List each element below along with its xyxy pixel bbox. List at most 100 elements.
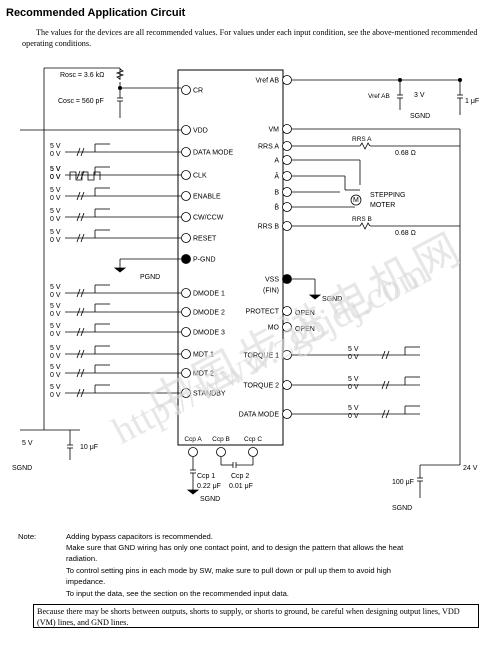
resistor-rrsb [359,222,371,230]
pin-label-right: VSS [265,277,279,284]
level-high: 5 V [348,346,359,353]
signal-break [76,233,85,243]
signal-break [76,349,85,359]
note-line: To control setting pins in each mode by … [66,566,392,575]
level-high: 5 V [50,364,61,371]
motor-label: STEPPING [370,192,405,199]
resistor-rrsa [359,142,371,150]
cap-10uf-label: 10 μF [80,444,98,451]
pin-circle [282,380,292,390]
page-title: Recommended Application Circuit [6,7,186,19]
note-line: Adding bypass capacitors is recommended. [66,532,213,541]
cap-100uf-label: 100 μF [392,479,414,486]
note-label: Note: [18,532,37,541]
pin-label-bottom: Ccp A [184,436,202,443]
ground-symbol [186,489,200,495]
pin-label-right: (FIN) [263,288,279,295]
pin-circle [282,306,292,316]
v5-label: 5 V [22,440,33,447]
level-high: 5 V [50,187,61,194]
pin-label-right: B [274,190,279,197]
rrsb-label: RRS B [352,216,372,223]
pin-label-left: CW/CCW [193,215,224,222]
level-high: 5 V [50,384,61,391]
junction-dot [457,78,462,83]
vref-label: Vref AB [368,93,390,100]
driver-ic-body [177,69,284,446]
cosc-label: Cosc = 560 pF [58,98,104,105]
pin-label-left: CR [193,88,203,95]
note-line: impedance. [66,577,106,586]
sgnd-label: SGND [392,505,412,512]
pin-circle [282,171,292,181]
pin-circle [181,170,191,180]
pin-label-right: RRS B [258,224,280,231]
signal-break [76,368,85,378]
pin-circle [282,274,292,284]
pin-label-right: Vref AB [256,78,280,85]
pin-label-left: DMODE 2 [193,310,225,317]
level-high: 5 V [50,166,61,173]
junction-dot [397,78,402,83]
level-high: 5 V [50,208,61,215]
ground-symbol [113,267,127,273]
motor-m: M [353,197,359,204]
pin-circle [248,447,258,457]
pin-label-right: RRS A [258,144,279,151]
pin-circle [216,447,226,457]
pin-circle [282,124,292,134]
pin-label-bottom: Ccp C [244,436,262,443]
rrsa-label: RRS A [352,136,372,143]
signal-break [76,212,85,222]
pin-circle [181,288,191,298]
signal-break [76,388,85,398]
pin-circle [181,327,191,337]
warning-box: Because there may be shorts between outp… [33,604,479,628]
level-high: 5 V [50,229,61,236]
pin-circle [181,254,191,264]
note-line: radiation. [66,554,98,563]
level-low: 0 V [50,292,61,299]
level-high: 5 V [348,405,359,412]
pin-label-right: TORQUE 1 [243,353,279,360]
pin-label-left: ENABLE [193,194,221,201]
level-high: 5 V [50,323,61,330]
level-low: 0 V [50,174,61,181]
pin-circle [181,368,191,378]
level-low: 0 V [348,354,359,361]
level-low: 0 V [348,384,359,391]
ccp2-value: 0.01 μF [229,483,253,490]
pin-label-right: B̄ [274,203,279,211]
pin-label-right: DATA MODE [239,412,280,419]
signal-break [76,288,85,298]
sgnd-label: SGND [200,496,220,503]
junction-dot [118,86,123,91]
motor-symbol [350,194,362,206]
level-low: 0 V [50,174,61,181]
level-high: 5 V [50,143,61,150]
pgnd-label: PGND [140,274,160,281]
signal-break [381,350,390,360]
pin-circle [282,322,292,332]
vref-value: 3 V [414,92,425,99]
pin-label-left: DMODE 3 [193,330,225,337]
pin-label-right: TORQUE 2 [243,383,279,390]
pin-label-right: VM [269,127,280,134]
note-line: Make sure that GND wiring has only one c… [66,543,404,552]
pin-label-bottom: Ccp B [212,436,230,443]
pin-circle [181,85,191,95]
rosc-label: Rosc = 3.6 kΩ [60,72,104,79]
signal-break [381,409,390,419]
signal-break [76,147,85,157]
pin-label-right: A [274,158,279,165]
pin-label-right: MO [268,325,280,332]
sgnd-label: SGND [322,296,342,303]
sgnd-label: SGND [410,113,430,120]
ccp2-label: Ccp 2 [231,473,249,480]
level-low: 0 V [50,216,61,223]
pin-label-left: STANDBY [193,391,226,398]
pin-circle [181,212,191,222]
level-low: 0 V [50,331,61,338]
level-low: 0 V [50,372,61,379]
